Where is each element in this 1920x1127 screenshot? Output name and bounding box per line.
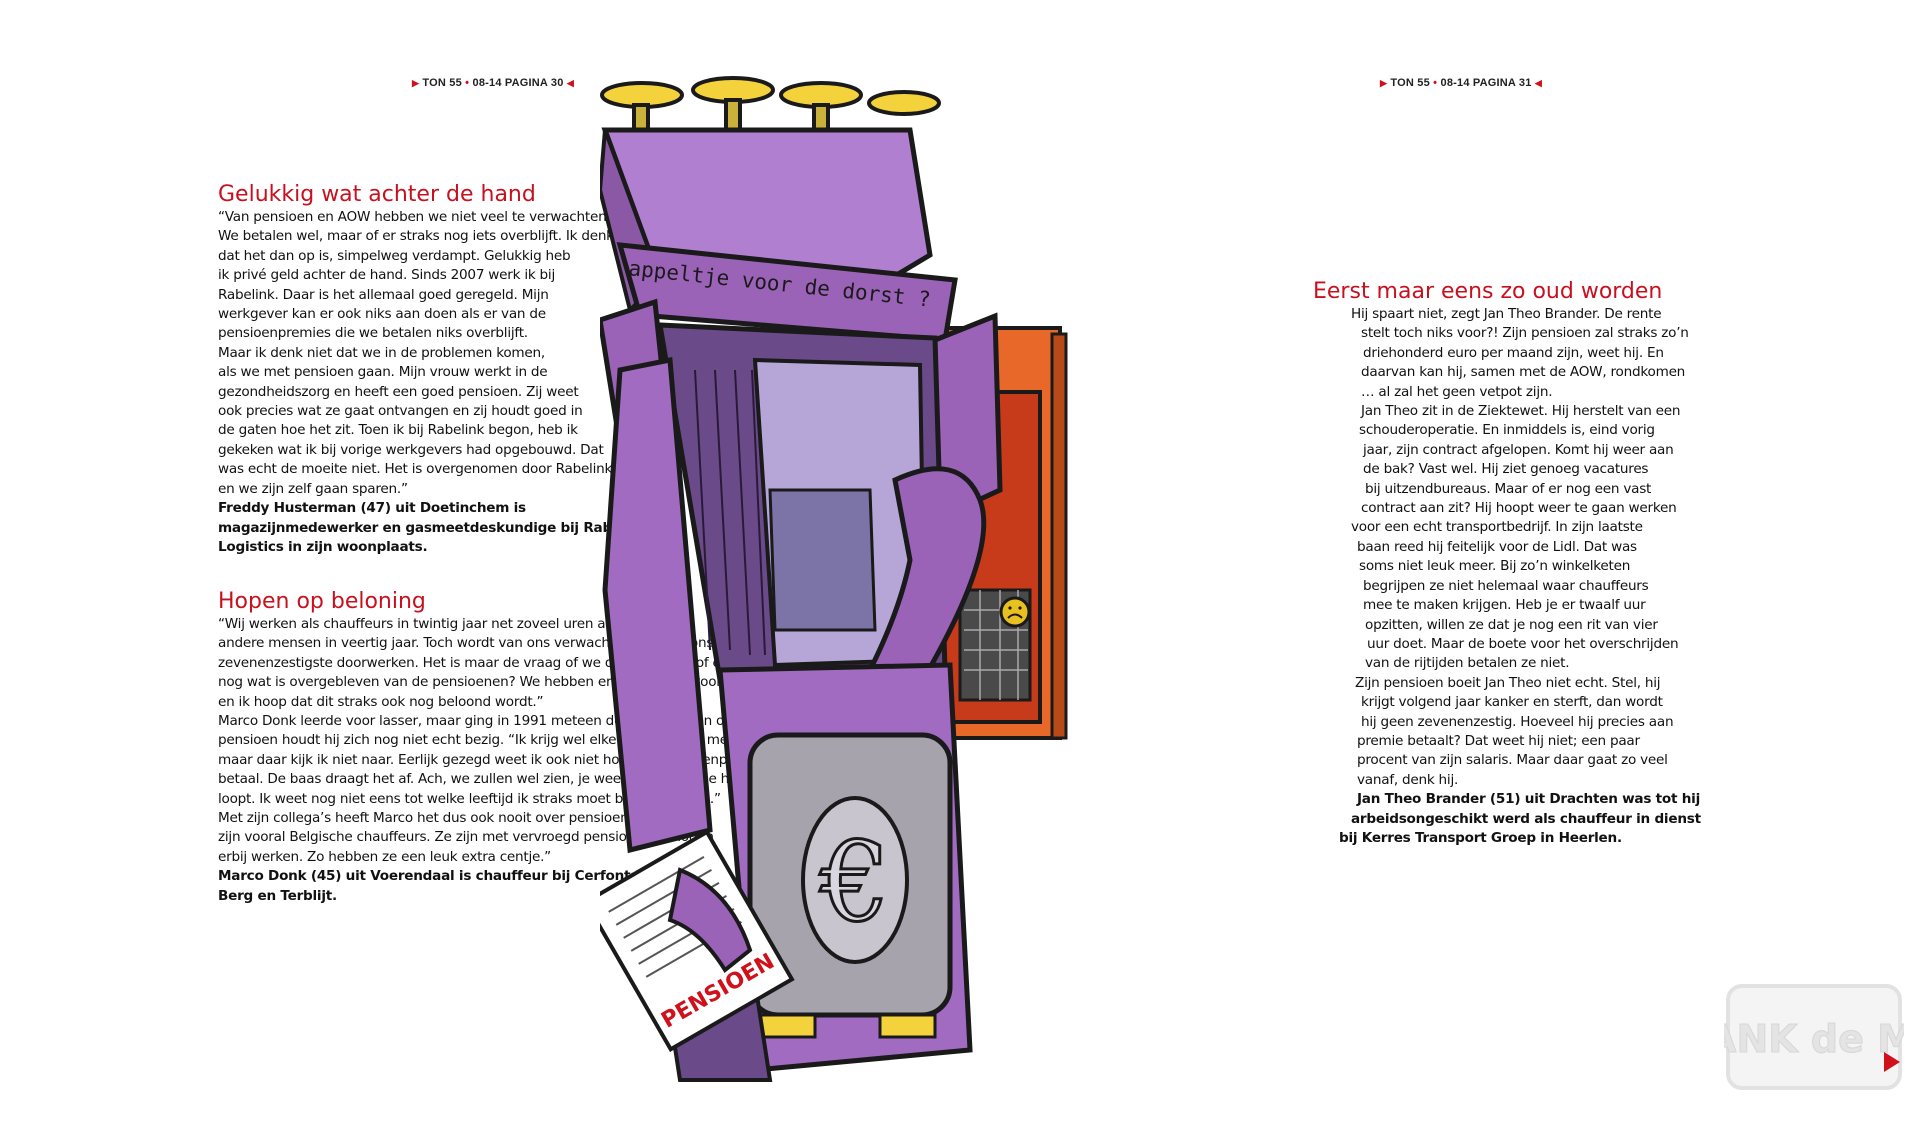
- body-line: ook precies wat ze gaat ontvangen en zij…: [218, 403, 583, 420]
- body-line: Jan Theo zit in de Ziektewet. Hij herste…: [1361, 403, 1681, 420]
- body-line: dat het dan op is, simpelweg verdampt. G…: [218, 247, 571, 264]
- body-line: mee te maken krijgen. Heb je er twaalf u…: [1363, 597, 1646, 614]
- body-line: gezondheidszorg en heeft een goed pensio…: [218, 383, 579, 400]
- byline-line: Freddy Husterman (47) uit Doetinchem is: [218, 500, 526, 517]
- body-line: premie betaalt? Dat weet hij niet; een p…: [1357, 732, 1640, 749]
- body-line: driehonderd euro per maand zijn, weet hi…: [1363, 344, 1664, 361]
- folio-issue: 08-14: [472, 77, 502, 89]
- machine-arm: [867, 466, 987, 714]
- body-line: bij uitzendbureaus. Maar of er nog een v…: [1365, 480, 1652, 497]
- body-line: van de rijtijden betalen ze niet.: [1365, 655, 1570, 672]
- body-line: opzitten, willen ze dat je nog een rit v…: [1365, 616, 1658, 633]
- logo-lettering: FRANK de MAN: [1724, 1017, 1904, 1061]
- body-line: gekeken wat ik bij vorige werkgevers had…: [218, 441, 604, 458]
- folio-title: TON 55: [1390, 77, 1430, 89]
- body-line: Rabelink. Daar is het allemaal goed gere…: [218, 286, 549, 303]
- body-line: We betalen wel, maar of er straks nog ie…: [218, 228, 614, 245]
- byline-line: Jan Theo Brander (51) uit Drachten was t…: [1357, 791, 1700, 808]
- body-line: Met zijn collega’s heeft Marco het dus o…: [218, 810, 705, 827]
- folio-page-number: PAGINA 31: [1472, 77, 1532, 89]
- page-folio-right: ▶ TON 55 • 08-14 PAGINA 31 ◀: [1380, 77, 1542, 89]
- body-line: begrijpen ze niet helemaal waar chauffeu…: [1363, 577, 1649, 594]
- body-line: als we met pensioen gaan. Mijn vrouw wer…: [218, 364, 548, 381]
- folio-triangle-icon: ▶: [1380, 78, 1388, 88]
- folio-triangle-icon: ▶: [412, 78, 420, 88]
- body-line: betaal. De baas draagt het af. Ach, we z…: [218, 771, 743, 788]
- body-line: werkgever kan er ook niks aan doen als e…: [218, 306, 546, 323]
- body-line: uur doet. Maar de boete voor het oversch…: [1367, 635, 1679, 652]
- body-line: “Wij werken als chauffeurs in twintig ja…: [218, 616, 616, 632]
- folio-issue: 08-14: [1440, 77, 1470, 89]
- body-line: en we zijn zelf gaan sparen.”: [218, 480, 408, 497]
- body-line: krijgt volgend jaar kanker en sterft, da…: [1361, 694, 1663, 711]
- byline-line: Logistics in zijn woonplaats.: [218, 538, 428, 555]
- body-line: jaar, zijn contract afgelopen. Komt hij …: [1363, 441, 1674, 458]
- body-line: hij geen zevenenzestig. Hoeveel hij prec…: [1361, 713, 1674, 730]
- section2-heading: Hopen op beloning: [218, 589, 426, 614]
- body-line: zijn vooral Belgische chauffeurs. Ze zij…: [218, 829, 714, 846]
- machine-left-column: [602, 356, 713, 854]
- byline-line: arbeidsongeschikt werd als chauffeur in …: [1351, 810, 1701, 827]
- body-line: schouderoperatie. En inmiddels is, eind …: [1359, 422, 1655, 439]
- body-line: ik privé geld achter de hand. Sinds 2007…: [218, 267, 555, 284]
- folio-separator: •: [465, 77, 470, 89]
- body-line: pensioenpremies die we betalen niks over…: [218, 325, 528, 342]
- section3-body: Hij spaart niet, zegt Jan Theo Brander. …: [1339, 305, 1701, 848]
- folio-triangle-icon: ◀: [1534, 78, 1542, 88]
- folio-page-number: PAGINA 30: [504, 77, 564, 89]
- body-line: de bak? Vast wel. Hij ziet genoeg vacatu…: [1363, 461, 1649, 478]
- body-line: contract aan zit? Hij hoopt weer te gaan…: [1361, 500, 1677, 517]
- folio-separator: •: [1433, 77, 1438, 89]
- body-line: en ik hoop dat dit straks ook nog beloon…: [218, 693, 544, 710]
- body-line: Zijn pensioen boeit Jan Theo niet echt. …: [1355, 674, 1661, 691]
- euro-sign-icon: €: [819, 818, 890, 946]
- body-line: stelt toch niks voor?! Zijn pensioen zal…: [1361, 325, 1689, 342]
- body-line: voor een echt transportbedrijf. In zijn …: [1351, 519, 1643, 536]
- folio-triangle-icon: ◀: [566, 78, 574, 88]
- body-line: baan reed hij feitelijk voor de Lidl. Da…: [1357, 538, 1637, 555]
- byline-line: Berg en Terblijt.: [218, 887, 337, 904]
- body-line: erbij werken. Zo hebben ze een leuk extr…: [218, 848, 551, 865]
- section3-heading: Eerst maar eens zo oud worden: [1313, 279, 1663, 304]
- byline-line: magazijnmedewerker en gasmeetdeskundige …: [218, 519, 648, 536]
- page-folio-left: ▶ TON 55 • 08-14 PAGINA 30 ◀: [412, 77, 574, 89]
- body-line: was echt de moeite niet. Het is overgeno…: [218, 461, 613, 478]
- body-line: … al zal het geen vetpot zijn.: [1361, 383, 1553, 400]
- body-line: andere mensen in veertig jaar. Toch word…: [218, 635, 714, 652]
- frank-de-man-logo: FRANK de MAN: [1724, 984, 1904, 1090]
- pension-machine-illustration: appeltje voor de dorst ? € PENSIOEN: [600, 76, 1068, 1082]
- body-line: soms niet leuk meer. Bij zo’n winkelkete…: [1359, 558, 1631, 575]
- body-line: procent van zijn salaris. Maar daar gaat…: [1357, 752, 1668, 769]
- folio-title: TON 55: [422, 77, 462, 89]
- byline-line: bij Kerres Transport Groep in Heerlen.: [1339, 829, 1622, 846]
- play-triangle-icon: [1884, 1052, 1900, 1072]
- body-line: Maar ik denk niet dat we in de problemen…: [218, 344, 545, 361]
- section1-heading: Gelukkig wat achter de hand: [218, 182, 536, 207]
- body-line: loopt. Ik weet nog niet eens tot welke l…: [218, 790, 721, 807]
- body-line: de gaten hoe het zit. Toen ik bij Rabeli…: [218, 422, 578, 439]
- section1-body: “Van pensioen en AOW hebben we niet veel…: [218, 208, 648, 557]
- body-line: “Van pensioen en AOW hebben we niet veel…: [218, 209, 611, 225]
- body-line: daarvan kan hij, samen met de AOW, rondk…: [1361, 364, 1686, 381]
- body-line: Hij spaart niet, zegt Jan Theo Brander. …: [1351, 306, 1662, 322]
- body-line: vanaf, denk hij.: [1357, 771, 1459, 788]
- byline-line: Marco Donk (45) uit Voerendaal is chauff…: [218, 868, 681, 885]
